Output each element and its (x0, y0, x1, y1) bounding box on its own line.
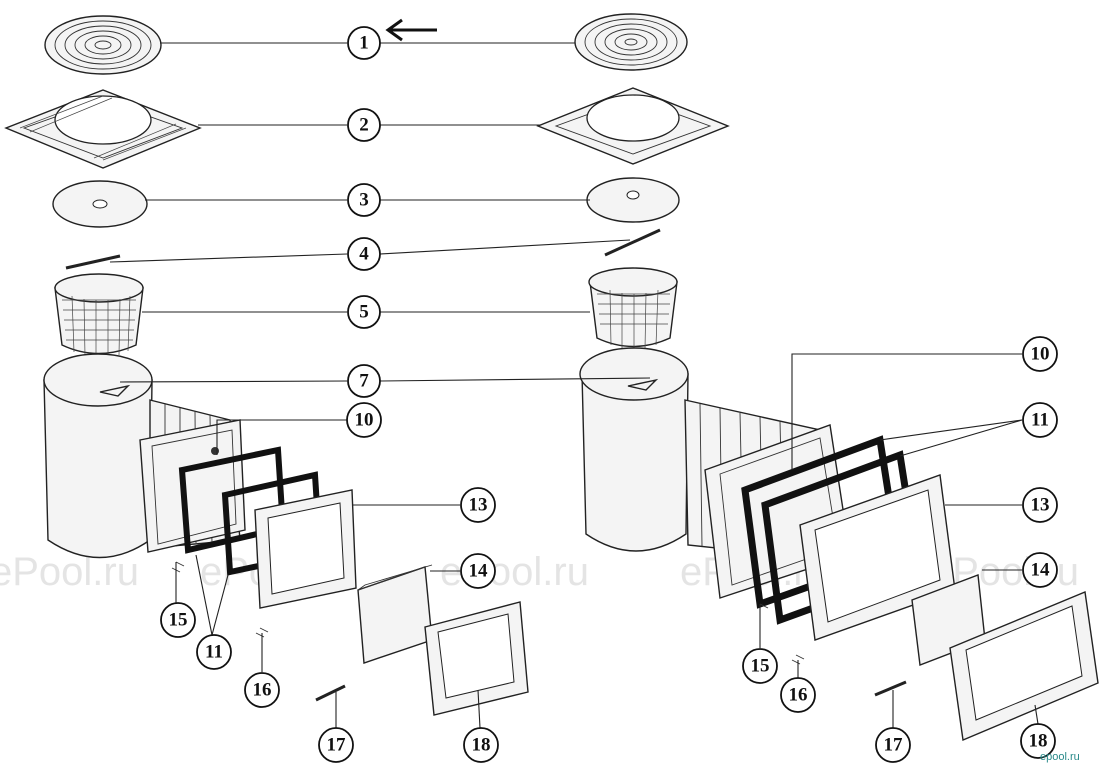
callout-label-14-right: 14 (1031, 560, 1051, 581)
callout-label-13-right: 13 (1031, 495, 1050, 516)
float-disc-part (52, 180, 148, 228)
callout-label-11-right: 11 (1031, 410, 1049, 431)
left-assembly (4, 15, 529, 716)
callout-label-14-left: 14 (469, 561, 489, 582)
callout-1: 1 (347, 26, 381, 60)
callout-5: 5 (347, 295, 381, 329)
callout-label-2: 2 (359, 115, 369, 136)
callout-16-right: 16 (780, 677, 816, 713)
callout-label-16-right: 16 (789, 685, 808, 706)
callout-label-18-right: 18 (1029, 731, 1048, 752)
arrow-left-icon (385, 18, 437, 42)
callout-label-3: 3 (359, 190, 369, 211)
collar-part-right (536, 87, 730, 165)
float-disc-part-right (586, 177, 680, 223)
collar-part (4, 89, 202, 169)
corner-logo: epool.ru (1040, 751, 1080, 763)
callout-label-5: 5 (359, 302, 369, 323)
leader-lines (109, 42, 1039, 729)
callout-15-left: 15 (160, 602, 196, 638)
callout-3: 3 (347, 183, 381, 217)
basket-part (54, 273, 144, 357)
callout-14-left: 14 (460, 553, 496, 589)
callout-4: 4 (347, 237, 381, 271)
weir-flap-part (357, 564, 433, 664)
callout-13-left: 13 (460, 487, 496, 523)
cover-frame-part-right (949, 591, 1099, 741)
callout-label-13-left: 13 (469, 495, 488, 516)
callout-14-right: 14 (1022, 552, 1058, 588)
callout-10-left: 10 (346, 402, 382, 438)
callout-label-10-right: 10 (1031, 344, 1050, 365)
callout-label-17-left: 17 (327, 735, 347, 756)
screw-part-16 (255, 627, 269, 638)
callout-17-left: 17 (318, 727, 354, 763)
callout-11-left: 11 (196, 634, 232, 670)
callout-label-7: 7 (359, 371, 369, 392)
callout-label-18-left: 18 (472, 735, 491, 756)
callout-10-right: 10 (1022, 336, 1058, 372)
rod-part (65, 254, 121, 270)
callout-16-left: 16 (244, 672, 280, 708)
pin-part (315, 684, 346, 702)
callout-label-10-left: 10 (355, 410, 374, 431)
callout-17-right: 17 (875, 727, 911, 763)
callout-7: 7 (347, 364, 381, 398)
pin-part-right (874, 680, 907, 697)
right-assembly (536, 13, 1099, 741)
lid-part-right (574, 13, 688, 71)
skimmer-body-part (43, 353, 246, 559)
watermark-text-1: ePool.ru (0, 550, 139, 594)
cover-frame-part (424, 601, 529, 716)
callout-18-left: 18 (463, 727, 499, 763)
callout-label-4: 4 (359, 244, 369, 265)
basket-part-right (588, 267, 678, 350)
callout-label-1: 1 (359, 33, 369, 54)
callout-label-17-right: 17 (884, 735, 904, 756)
rod-part-right (604, 228, 661, 257)
callout-18-right: 18 (1020, 723, 1056, 759)
callout-label-11-left: 11 (205, 642, 223, 663)
callout-label-16-left: 16 (253, 680, 272, 701)
screw-part-15 (171, 561, 185, 573)
screw-part-right-15 (759, 603, 769, 609)
lid-part (44, 15, 162, 75)
face-frame-part (254, 489, 357, 609)
callout-11-right: 11 (1022, 402, 1058, 438)
screw-part-right-16 (791, 654, 805, 665)
callout-2: 2 (347, 108, 381, 142)
callout-15-right: 15 (742, 648, 778, 684)
callout-13-right: 13 (1022, 487, 1058, 523)
callout-label-15-right: 15 (751, 656, 770, 677)
callout-label-15-left: 15 (169, 610, 188, 631)
